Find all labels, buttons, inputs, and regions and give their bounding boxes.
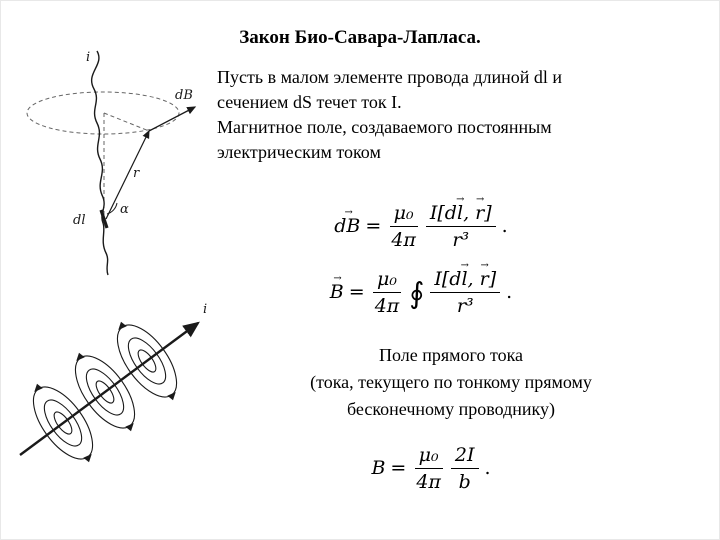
cross-product-over-r3: I[d→l, →r] r³ [425,194,496,251]
vector-r: →r [479,260,489,290]
2I-over-b: 2I b [450,443,479,493]
B-symbol: B [371,457,386,479]
period: . [484,457,491,479]
intro-line-1: Пусть в малом элементе провода длиной dl… [217,67,563,87]
vector-dl: →l [456,194,465,224]
intro-line-3: Магнитное поле, создаваемого постоянным [217,117,552,137]
contour-integral-sign: ∮ [409,275,425,310]
vector-arrow: → [333,273,342,284]
vector-dB: →dB [334,208,361,237]
dB-symbol: dB [334,215,361,237]
wire-current-label: i [86,50,90,65]
formula-biot-savart-dB: →dB = μ₀ 4π I[d→l, →r] r³ . [289,195,553,257]
cross-product-over-r3: I[d→l, →r] r³ [430,260,501,317]
mu0-over-4pi: μ₀ 4π [414,444,443,493]
wire-rod [19,321,200,456]
equals-sign: = [390,457,407,479]
vector-arrow: → [344,207,353,218]
period: . [506,281,513,303]
current-label: i [203,302,207,317]
straight-current-line-1: (тока, текущего по тонкому прямому [310,372,592,392]
formula-straight-wire: B = μ₀ 4π 2I b . [327,439,535,497]
vector-arrow: → [476,194,485,205]
straight-current-heading: Поле прямого тока [378,345,524,365]
intro-text: Пусть в малом элементе провода длиной dl… [217,65,703,165]
dB-arrow [148,106,197,132]
field-circle [26,91,180,135]
dl-label: dl [73,213,85,228]
mu0-over-4pi: μ₀ 4π [389,202,418,251]
slide-title: Закон Био-Савара-Лапласа. [239,27,481,48]
equals-sign: = [348,281,365,303]
period: . [501,215,508,237]
B-symbol: B [329,281,344,303]
intro-line-2: сечением dS течет ток I. [217,92,402,112]
vector-r: →r [475,194,485,224]
straight-wire-diagram: i [19,302,207,463]
r-label: r [133,166,140,181]
vector-dl: →l [460,260,469,290]
dB-label: dB [175,88,193,103]
vector-arrow: → [460,260,469,271]
dl-element [99,209,109,229]
mu0-over-4pi: μ₀ 4π [372,268,401,317]
intro-line-4: электрическим током [217,142,381,162]
vector-B: →B [329,274,344,303]
alpha-arc [106,202,118,215]
dashed-radius [103,112,150,132]
straight-current-text: Поле прямого тока (тока, текущего по тон… [229,342,673,423]
vector-arrow: → [480,260,489,271]
vector-arrow: → [456,194,465,205]
equals-sign: = [365,215,382,237]
alpha-label: α [120,202,129,217]
formula-biot-savart-B: →B = μ₀ 4π ∮ I[d→l, →r] r³ . [283,261,559,323]
straight-current-line-2: бесконечному проводнику) [347,399,555,419]
wire-path [91,50,109,276]
r-vector [105,129,150,220]
current-element-diagram: i dB r dl α [26,50,197,276]
